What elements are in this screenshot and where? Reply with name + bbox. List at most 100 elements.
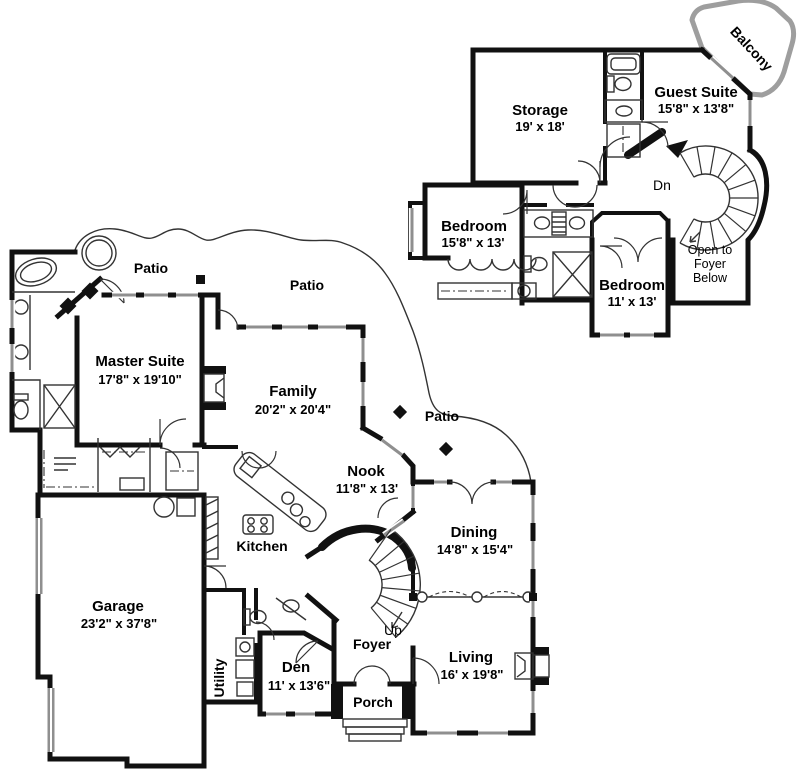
double-vanity <box>523 209 594 238</box>
room-label-bedroom-small: Bedroom 11' x 13' <box>599 277 665 309</box>
stair-tread <box>379 594 417 609</box>
wall-segment <box>9 249 78 498</box>
burner <box>247 517 255 525</box>
stair-tread <box>378 555 414 573</box>
island-sink <box>239 455 263 479</box>
dryer-icon <box>235 659 255 679</box>
linen-closet <box>165 451 199 491</box>
washer-drum <box>239 641 251 653</box>
shower-icon <box>552 251 593 298</box>
master-suite-name: Master Suite <box>95 353 184 370</box>
burner <box>260 517 268 525</box>
sink-icon <box>615 105 633 117</box>
bathtub-icon <box>606 53 641 75</box>
dresser <box>119 477 145 491</box>
living-dims: 16' x 19'8" <box>441 667 504 682</box>
utility-fixtures <box>235 637 255 697</box>
door-swing <box>295 640 319 664</box>
closet-shelves <box>54 457 76 471</box>
master-fireplace-box <box>203 373 225 403</box>
toilet-icon <box>530 256 548 272</box>
main-floor-labels: Master Suite 17'8" x 19'10" Family 20'2"… <box>81 260 513 710</box>
stair-tread <box>679 152 695 178</box>
bathtub-icon <box>14 257 58 287</box>
room-label-guest-suite: Guest Suite 15'8" x 13'8" <box>654 84 737 116</box>
guest-suite-name: Guest Suite <box>654 84 737 101</box>
windows-layer <box>8 55 758 752</box>
guest-suite-dims: 15'8" x 13'8" <box>658 101 734 116</box>
living-hearth-box <box>514 652 534 680</box>
kitchen-counter <box>205 496 219 560</box>
den-name: Den <box>282 659 310 676</box>
spa-tub-icon <box>81 235 117 271</box>
stair-outer-rail <box>390 528 421 638</box>
column-icon <box>471 591 483 603</box>
patio-label-2: Patio <box>290 277 324 293</box>
patio-post-marker <box>196 275 205 284</box>
equipment-circle <box>517 284 531 298</box>
step <box>348 733 402 742</box>
garage-dims: 23'2" x 37'8" <box>81 616 157 631</box>
stair-tread <box>679 218 695 244</box>
stair-tread <box>370 607 397 638</box>
upper-door-swings <box>502 121 669 269</box>
open-below-1: Open to <box>688 243 733 257</box>
door-swing <box>377 497 399 519</box>
window <box>709 56 735 80</box>
dining-dims: 14'8" x 15'4" <box>437 542 513 557</box>
toilet-tank-icon <box>606 75 615 93</box>
furnace-icon <box>176 497 196 517</box>
closet-rod <box>43 450 146 488</box>
patio-label-3: Patio <box>425 408 459 424</box>
sink-icon <box>533 216 551 230</box>
bedroom-large-name: Bedroom <box>441 218 507 235</box>
main-floor: Master Suite 17'8" x 19'10" Family 20'2"… <box>9 228 550 769</box>
bedroom-large-dims: 15'8" x 13' <box>442 235 505 250</box>
bedroom-small-name: Bedroom <box>599 277 665 294</box>
stairs-down-label: Dn <box>653 177 671 193</box>
island-counter <box>233 451 327 533</box>
porch-pier <box>331 684 343 719</box>
fireplace-side <box>531 677 549 685</box>
room-label-living: Living 16' x 19'8" <box>441 649 504 682</box>
stair-tread <box>374 540 405 567</box>
closet-double-door <box>613 237 663 263</box>
wall-segment <box>35 492 207 769</box>
column-post <box>529 593 537 601</box>
door-swing <box>255 621 275 641</box>
kitchen-label: Kitchen <box>236 538 287 554</box>
living-name: Living <box>449 649 493 666</box>
den-dims: 11' x 13'6" <box>268 678 330 693</box>
room-label-nook: Nook 11'8" x 13' <box>336 463 398 496</box>
family-dims: 20'2" x 20'4" <box>255 402 331 417</box>
wall-segment <box>670 146 770 306</box>
stair-tread <box>723 212 747 232</box>
patio-cloud-line <box>74 228 532 483</box>
kitchen-fixtures <box>205 451 327 560</box>
washer-icon <box>235 637 255 657</box>
toilet-icon <box>614 76 632 92</box>
double-door-swing <box>241 450 277 469</box>
stair-wall-wedge <box>666 140 688 158</box>
nook-dims: 11'8" x 13' <box>336 481 398 496</box>
door-swing <box>599 245 623 269</box>
dining-name: Dining <box>451 524 498 541</box>
island-burner <box>289 503 304 517</box>
burner <box>260 525 268 533</box>
room-label-family: Family 20'2" x 20'4" <box>255 383 331 417</box>
sink-icon <box>282 599 300 613</box>
spa-tub-inner <box>85 239 113 267</box>
door-swing <box>159 418 187 446</box>
shower-x <box>43 384 76 429</box>
stair-tread <box>709 221 716 250</box>
fireplace-side <box>202 402 226 410</box>
open-below-3: Below <box>693 271 728 285</box>
entry-post <box>81 282 99 300</box>
door-swing <box>599 136 631 168</box>
stair-tread <box>696 221 703 250</box>
stair-tread <box>717 152 733 178</box>
stair-tread <box>723 164 747 184</box>
vanity-drawer-stack <box>551 211 567 236</box>
